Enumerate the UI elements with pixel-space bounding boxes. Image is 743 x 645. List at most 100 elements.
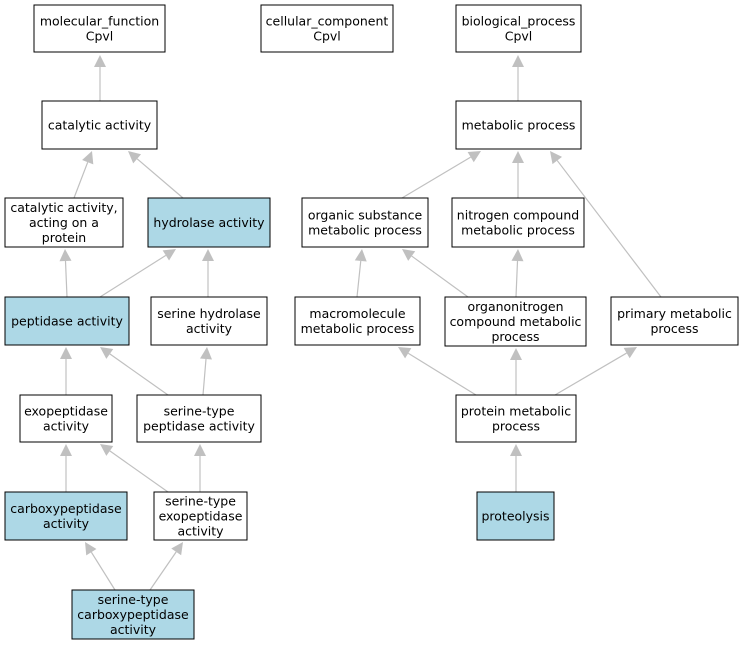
node-label-line: Cpvl xyxy=(313,29,341,44)
node-label-line: catalytic activity, xyxy=(10,200,117,215)
arrowhead xyxy=(82,151,94,165)
edge-serine_exopeptidase-to-exopeptidase xyxy=(100,444,169,493)
edge-protein_metabolic-to-macromolecule xyxy=(398,347,477,396)
edge-line xyxy=(90,551,116,591)
node-box xyxy=(33,4,166,53)
edge-serine_hydrolase-to-hydrolase xyxy=(202,249,214,297)
edge-macromolecule-to-organic xyxy=(354,249,367,298)
node-box xyxy=(294,296,421,346)
arrowhead xyxy=(162,249,176,261)
arrowhead xyxy=(100,444,114,456)
node-label-line: hydrolase activity xyxy=(153,215,265,230)
node-label-line: exopeptidase xyxy=(24,404,108,419)
node-box xyxy=(476,491,555,541)
edge-line xyxy=(202,358,207,396)
node-peptidase[interactable]: peptidase activity xyxy=(4,296,130,346)
node-box xyxy=(455,4,582,53)
node-box xyxy=(301,197,429,248)
node-label-line: activity xyxy=(43,516,90,531)
arrowhead xyxy=(60,444,72,456)
edge-serine_exopeptidase-to-serine_peptidase xyxy=(194,444,206,492)
node-label-line: Cpvl xyxy=(86,29,114,44)
edge-serine_peptidase-to-peptidase xyxy=(100,347,169,396)
edge-proteolysis-to-protein_metabolic xyxy=(510,444,522,492)
arrowhead xyxy=(85,542,97,556)
node-proteolysis[interactable]: proteolysis xyxy=(476,491,555,541)
edge-primary-to-metabolic xyxy=(550,151,662,298)
node-label-line: process xyxy=(491,329,539,344)
node-hydrolase[interactable]: hydrolase activity xyxy=(147,197,271,248)
edge-line xyxy=(515,260,519,298)
node-box xyxy=(4,197,124,248)
node-label-line: process xyxy=(650,321,698,336)
node-label-line: catalytic activity xyxy=(48,118,152,133)
edges-layer xyxy=(59,55,662,591)
edge-organonitrogen-to-nitrogen xyxy=(511,249,524,298)
edge-line xyxy=(149,551,177,591)
edge-line xyxy=(407,352,477,396)
edge-peptidase-to-cat_protein xyxy=(59,249,72,298)
node-box xyxy=(41,100,158,150)
arrowhead xyxy=(512,151,524,163)
node-label-line: molecular_function xyxy=(40,14,159,29)
arrowhead xyxy=(467,151,481,163)
edge-carboxypeptidase-to-exopeptidase xyxy=(60,444,72,492)
node-catalytic[interactable]: catalytic activity xyxy=(41,100,158,150)
node-label-line: cellular_component xyxy=(266,14,389,29)
node-label-line: macromolecule xyxy=(309,306,405,321)
node-label-line: protein xyxy=(42,230,86,245)
arrowhead xyxy=(59,249,72,262)
arrowhead xyxy=(94,55,106,67)
node-box xyxy=(610,296,739,346)
edge-line xyxy=(411,255,469,298)
arrowhead xyxy=(60,347,72,359)
node-label-line: organic substance xyxy=(308,208,423,223)
arrowhead xyxy=(398,347,412,359)
node-box xyxy=(455,100,582,150)
arrowhead xyxy=(510,444,522,456)
edge-serine_peptidase-to-serine_hydrolase xyxy=(200,347,212,396)
edge-organic-to-metabolic xyxy=(401,151,481,199)
edge-line xyxy=(401,156,471,199)
edge-cat_protein-to-catalytic xyxy=(73,151,94,199)
node-box xyxy=(455,394,577,443)
edge-organonitrogen-to-organic xyxy=(402,249,469,298)
edge-line xyxy=(136,158,184,199)
arrowhead xyxy=(128,151,142,164)
edge-protein_metabolic-to-organonitrogen xyxy=(510,348,522,395)
node-box xyxy=(260,4,394,53)
node-metabolic[interactable]: metabolic process xyxy=(455,100,582,150)
arrowhead xyxy=(550,151,563,165)
node-box xyxy=(71,589,195,640)
node-box xyxy=(451,197,585,248)
edge-line xyxy=(556,160,662,298)
edge-protein_metabolic-to-primary xyxy=(554,347,637,396)
nodes-layer: molecular_functionCpvlcellular_component… xyxy=(4,4,739,640)
node-label-line: process xyxy=(492,419,540,434)
node-label-line: activity xyxy=(110,622,157,637)
node-label-line: proteolysis xyxy=(481,509,549,524)
node-label-line: metabolic process xyxy=(461,223,575,238)
arrowhead xyxy=(171,542,183,556)
edge-serine_carboxypeptidase-to-carboxypeptidase xyxy=(85,542,116,591)
node-label-line: activity xyxy=(177,524,224,539)
node-box xyxy=(147,197,271,248)
edge-line xyxy=(554,352,627,396)
